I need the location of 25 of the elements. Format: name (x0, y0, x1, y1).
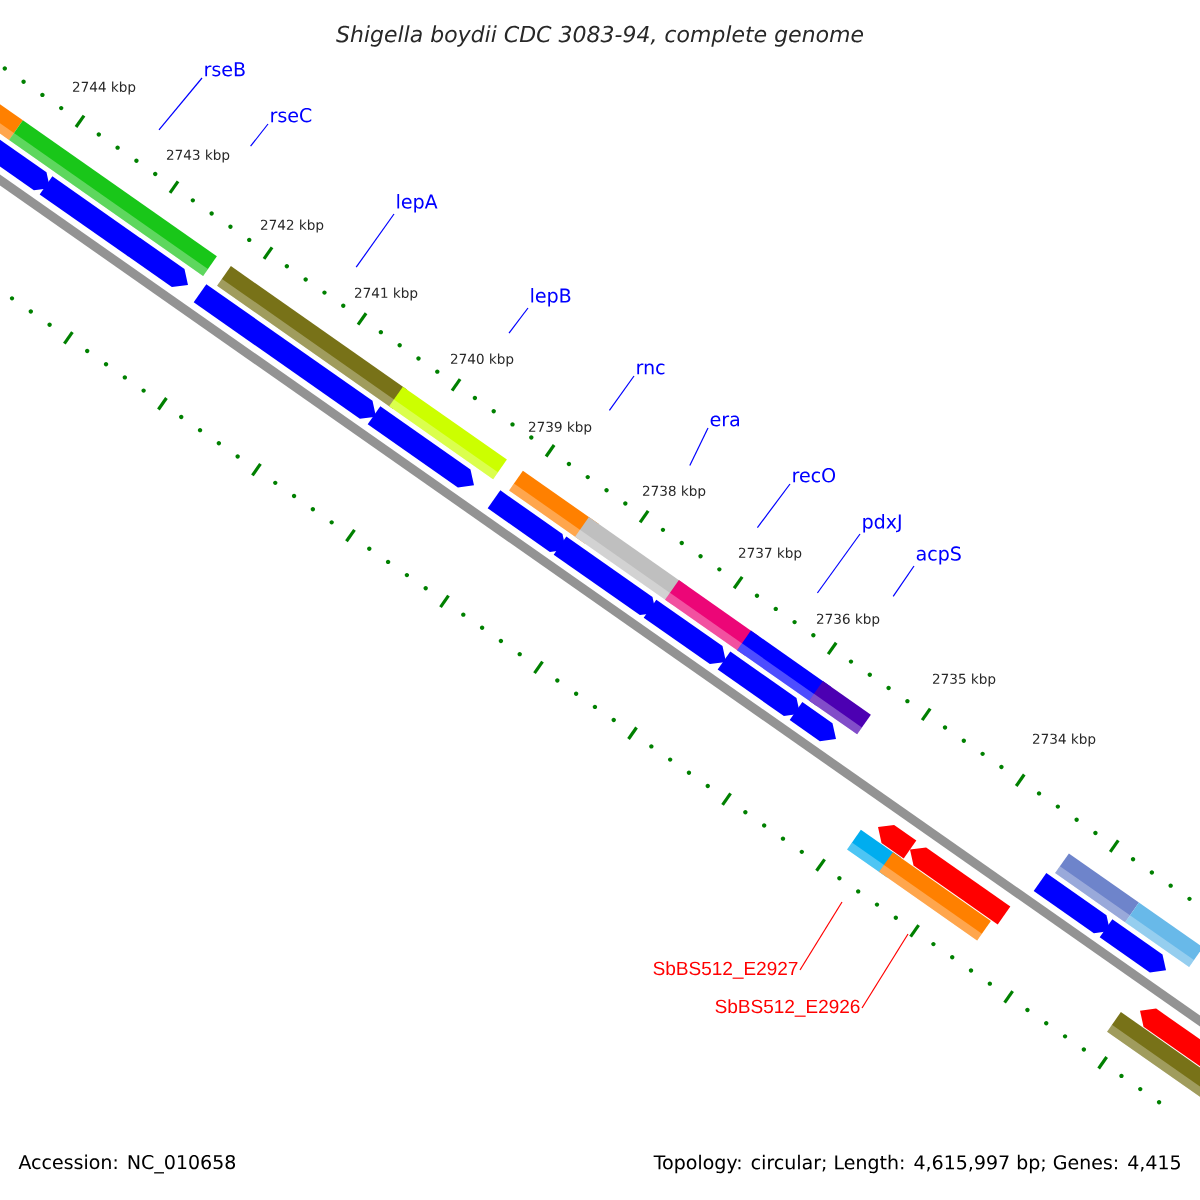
leader-line (892, 565, 915, 597)
genome-info-label: Topology: circular; Length: 4,615,997 bp; Genes: 4,415 (653, 1154, 1180, 1174)
leader-line (861, 933, 909, 1009)
leader-line (608, 375, 635, 411)
gene-label: recO (793, 468, 836, 483)
gene-label: SbBS512_E2927 (653, 961, 798, 979)
leader-line (355, 213, 395, 268)
leader-line (250, 123, 269, 147)
gene-label: lepB (531, 288, 571, 307)
gene-label: lepA (397, 194, 438, 213)
leader-line (799, 901, 843, 971)
gene-label: pdxJ (863, 514, 901, 533)
gene-label: rseB (205, 62, 245, 77)
gene-label: SbBS512_E2926 (715, 999, 860, 1017)
leader-line (508, 307, 529, 334)
leader-line (816, 533, 861, 594)
gene-label: rnc (637, 363, 665, 375)
leader-line (158, 77, 203, 131)
leader-line (756, 483, 791, 529)
gene-label: era (710, 415, 739, 427)
map-title: Shigella boydii CDC 3083-94, complete genome (336, 25, 864, 47)
gene-label: acpS (916, 546, 961, 565)
accession-label: Accession: NC_010658 (18, 1154, 236, 1174)
leader-line (689, 427, 709, 466)
gene-label: rseC (271, 108, 312, 123)
